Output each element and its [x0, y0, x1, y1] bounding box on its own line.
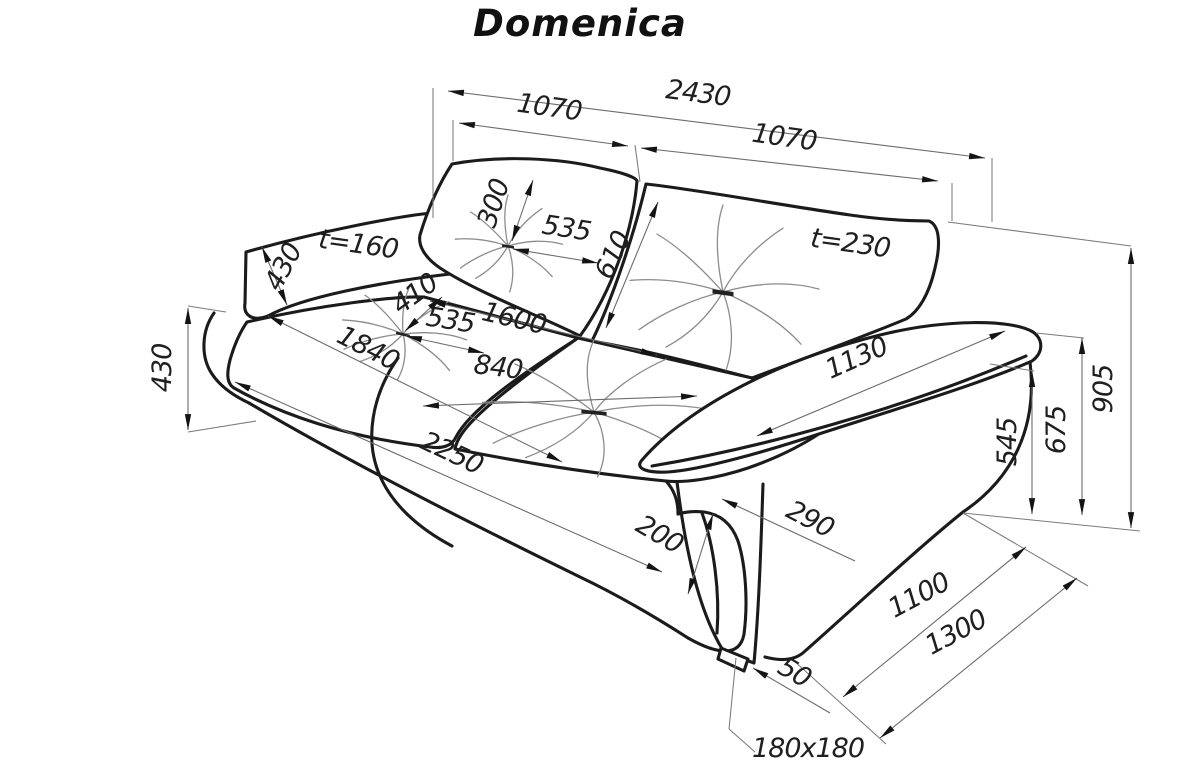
- dim-label-armrest-height: 675: [1041, 406, 1072, 455]
- extension-line: [728, 728, 756, 753]
- dim-line-base-end-height: [687, 513, 714, 595]
- armrest-support-front: [675, 480, 765, 665]
- dim-label-seat-depth: 840: [472, 349, 524, 386]
- dim-line-armrest-support-depth: [721, 498, 856, 562]
- extension-line: [187, 420, 257, 433]
- dim-label-back-cushion-left-width: 1070: [515, 88, 583, 128]
- base-left-end: [202, 311, 251, 405]
- sofa-foot: [716, 646, 750, 673]
- dim-label-overall-depth: 1300: [920, 604, 992, 662]
- dim-label-foot-size: 180x180: [752, 733, 864, 764]
- dim-label-base-end-height: 200: [630, 509, 688, 560]
- dim-label-overall-width: 2430: [664, 74, 732, 113]
- dim-label-seat-height: 430: [147, 344, 178, 393]
- drawing-title: Domenica: [473, 2, 687, 45]
- base-right-endcap: [676, 510, 748, 653]
- extension-line: [634, 144, 641, 183]
- dim-line-back-cushion-left-width: [458, 121, 629, 148]
- dim-line-pillow-tuft-height: [511, 179, 534, 242]
- extension-line: [947, 221, 1132, 247]
- dim-label-back-cushion-right-width: 1070: [750, 118, 818, 158]
- dim-line-base-length: [234, 381, 663, 573]
- dim-line-overall-depth: [879, 577, 1078, 739]
- dim-line-back-cushion-right-width: [640, 146, 939, 183]
- extension-line: [962, 512, 1141, 532]
- dim-line-pillow-tuft-offset: [512, 248, 599, 264]
- dim-label-foot-inset: 50: [772, 651, 816, 694]
- dim-label-pillow-tuft-offset: 535: [540, 209, 593, 247]
- dim-line-foot-inset: [752, 667, 831, 714]
- seat-corner-drop: [664, 479, 680, 516]
- dim-label-armrest-pad-height: 545: [992, 418, 1023, 467]
- base-endcap-seam: [700, 511, 720, 635]
- extension-line: [791, 658, 887, 745]
- extension-line: [728, 657, 737, 730]
- dim-label-base-depth: 1100: [883, 567, 955, 625]
- dim-line-armrest-length: [756, 330, 1006, 437]
- extension-line: [1035, 332, 1085, 339]
- dim-label-armrest-support-depth: 290: [781, 495, 838, 545]
- dim-label-overall-height: 905: [1088, 365, 1119, 414]
- dim-line-headrest-width: [261, 246, 288, 306]
- extension-line: [187, 305, 227, 313]
